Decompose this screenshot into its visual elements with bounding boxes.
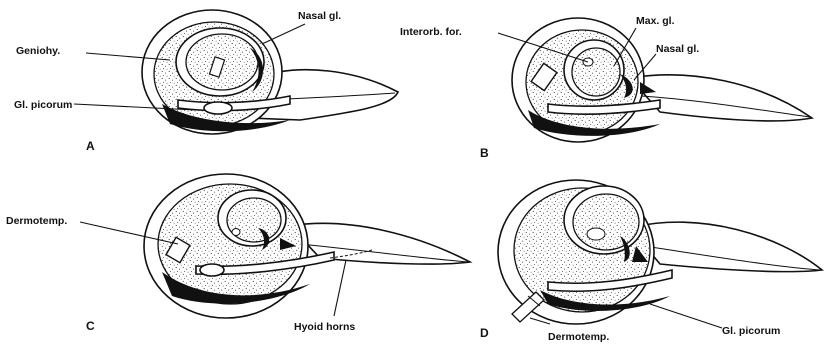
- skull-b: [512, 18, 812, 142]
- panel-letter-a: A: [86, 139, 95, 153]
- label-gl-picorum-a: Gl. picorum: [14, 99, 72, 111]
- label-dermotemp-c: Dermotemp.: [6, 215, 67, 227]
- panel-letter-b: B: [480, 146, 489, 160]
- label-interorb-for-b: Interorb. for.: [400, 26, 462, 38]
- leader-picorum-d: [650, 304, 722, 328]
- panel-d: Dermotemp. Gl. picorum D: [480, 180, 822, 343]
- panel-b: Interorb. for. Max. gl. Nasal gl. B: [400, 15, 812, 160]
- panel-c: Dermotemp. Hyoid horns C: [6, 174, 470, 333]
- label-nasal-gl-b: Nasal gl.: [656, 43, 699, 55]
- skull-d: [498, 180, 822, 324]
- label-dermotemp-d: Dermotemp.: [548, 331, 609, 343]
- skull-c: [144, 174, 470, 318]
- panel-a: Nasal gl. Geniohy. Gl. picorum A: [14, 10, 398, 153]
- leader-hyoid-c: [334, 260, 346, 316]
- label-gl-picorum-d: Gl. picorum: [722, 325, 780, 337]
- skull-a: [142, 10, 398, 134]
- label-geniohy-a: Geniohy.: [16, 45, 60, 57]
- panel-letter-d: D: [480, 326, 489, 340]
- panel-letter-c: C: [86, 319, 95, 333]
- label-nasal-gl-a: Nasal gl.: [298, 10, 341, 22]
- label-max-gl-b: Max. gl.: [636, 15, 675, 27]
- label-hyoid-horns-c: Hyoid horns: [294, 321, 355, 333]
